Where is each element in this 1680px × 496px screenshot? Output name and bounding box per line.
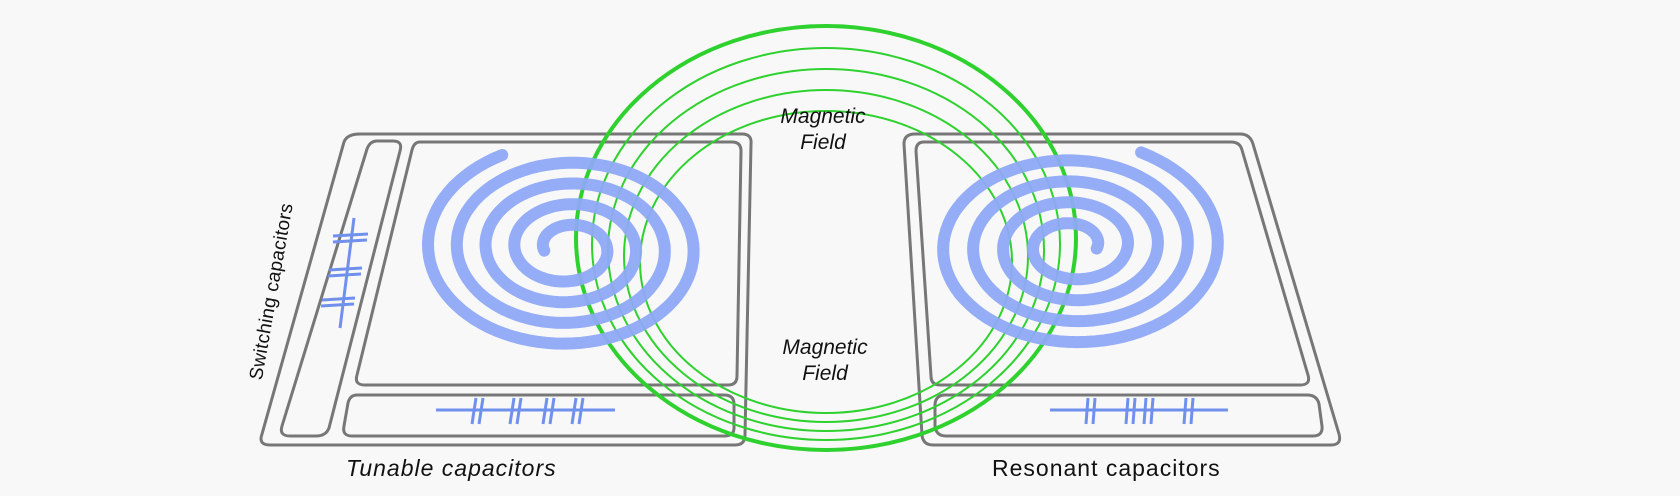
magnetic-field-label-top-line2: Field <box>800 131 846 154</box>
tunable-capacitors <box>436 397 615 425</box>
resonant-capacitors <box>1050 397 1228 425</box>
left-coil <box>421 149 700 350</box>
right-coil <box>937 146 1224 349</box>
field-loop-2 <box>591 47 1061 441</box>
field-loop-1 <box>574 24 1078 452</box>
right-bottom-panel <box>933 393 1324 438</box>
right-main-panel <box>914 140 1311 387</box>
magnetic-field-label-bottom-line2: Field <box>802 362 848 385</box>
magnetic-field-label-top: Magnetic Field <box>743 104 903 156</box>
magnetic-field-label-top-line1: Magnetic <box>780 105 866 128</box>
magnetic-field-label-bottom-line1: Magnetic <box>782 336 868 359</box>
resonant-capacitors-label: Resonant capacitors <box>992 455 1221 481</box>
left-board-outline <box>259 132 753 447</box>
right-board <box>902 132 1342 447</box>
switching-capacitors <box>320 217 369 329</box>
magnetic-field-label-bottom: Magnetic Field <box>745 335 905 387</box>
left-side-panel <box>279 139 403 438</box>
left-board <box>259 132 753 447</box>
left-main-panel <box>354 140 743 387</box>
right-board-outline <box>902 132 1342 447</box>
left-bottom-panel <box>342 393 736 438</box>
tunable-capacitors-label: Tunable capacitors <box>346 455 557 481</box>
